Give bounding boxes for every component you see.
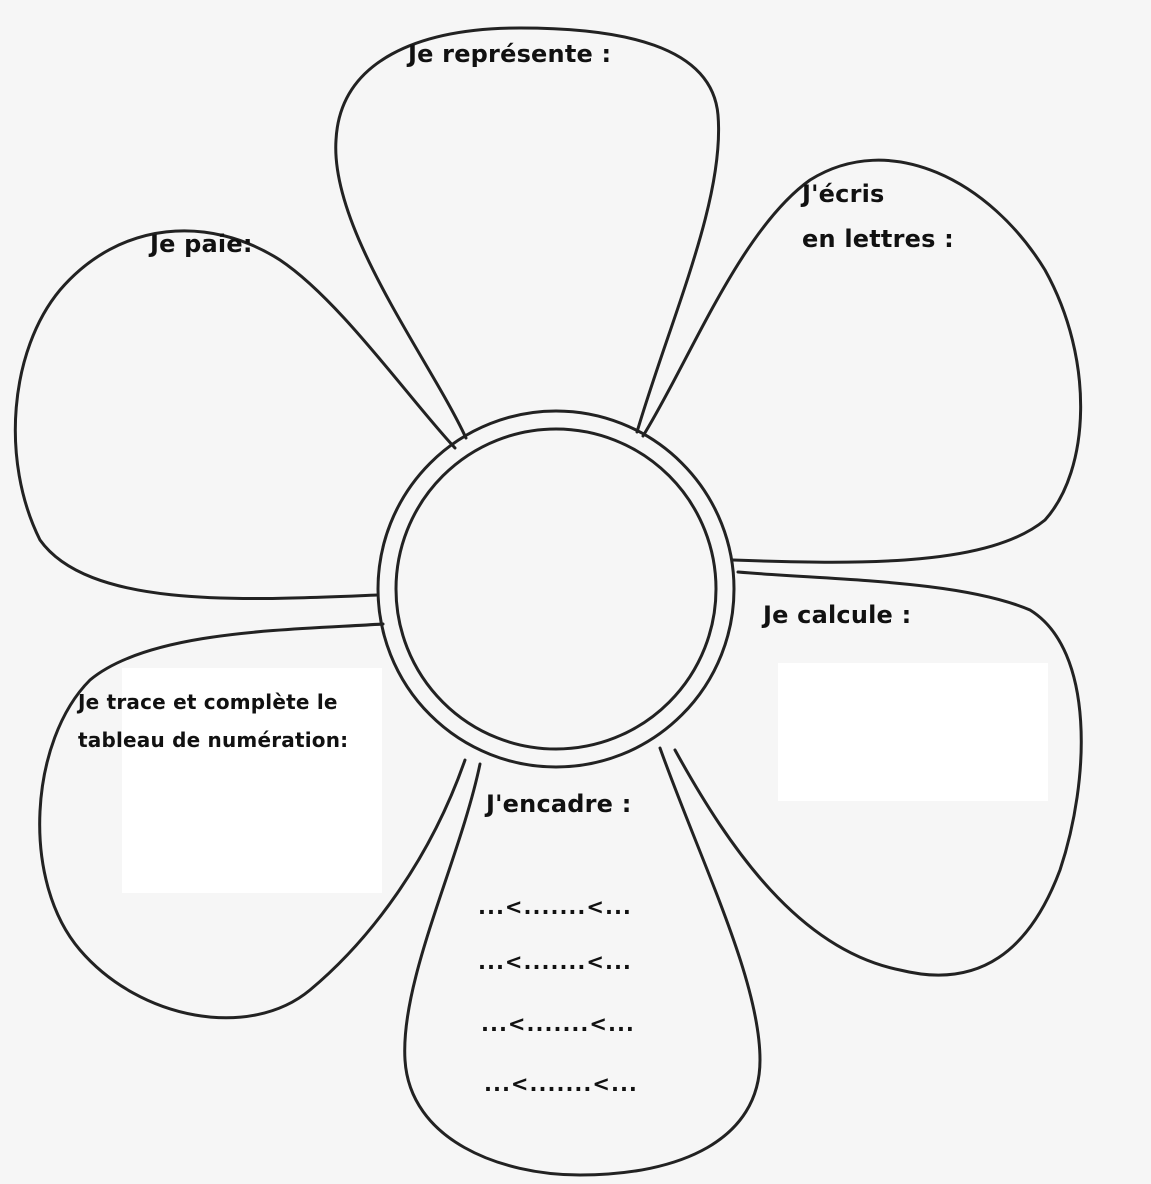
label-je-trace-line1: Je trace et complète le [78,690,338,714]
framing-line-3: ...<.......<... [481,1012,635,1036]
answer-box-numeration-table [122,668,382,893]
petal-top [334,26,721,440]
label-j-ecris-line2: en lettres : [802,225,954,253]
framing-line-2: ...<.......<... [478,950,632,974]
petal-bottom [403,746,762,1177]
framing-line-1: ...<.......<... [478,895,632,919]
answer-box-calculation [778,663,1048,801]
flower-center [394,427,718,751]
label-je-paie: Je paie: [150,230,253,258]
label-je-calcule: Je calcule : [763,601,912,629]
petal-right [673,570,1083,977]
flower-center-outer-ring [376,409,736,769]
framing-line-4: ...<.......<... [484,1072,638,1096]
petal-left [13,229,457,601]
label-j-ecris-line1: J'écris [802,180,885,208]
petal-bottom-left [38,622,467,1020]
label-j-encadre: J'encadre : [486,790,632,818]
label-je-trace-line2: tableau de numération: [78,728,349,752]
label-je-represente: Je représente : [408,40,612,68]
petal-top-right [641,158,1083,564]
